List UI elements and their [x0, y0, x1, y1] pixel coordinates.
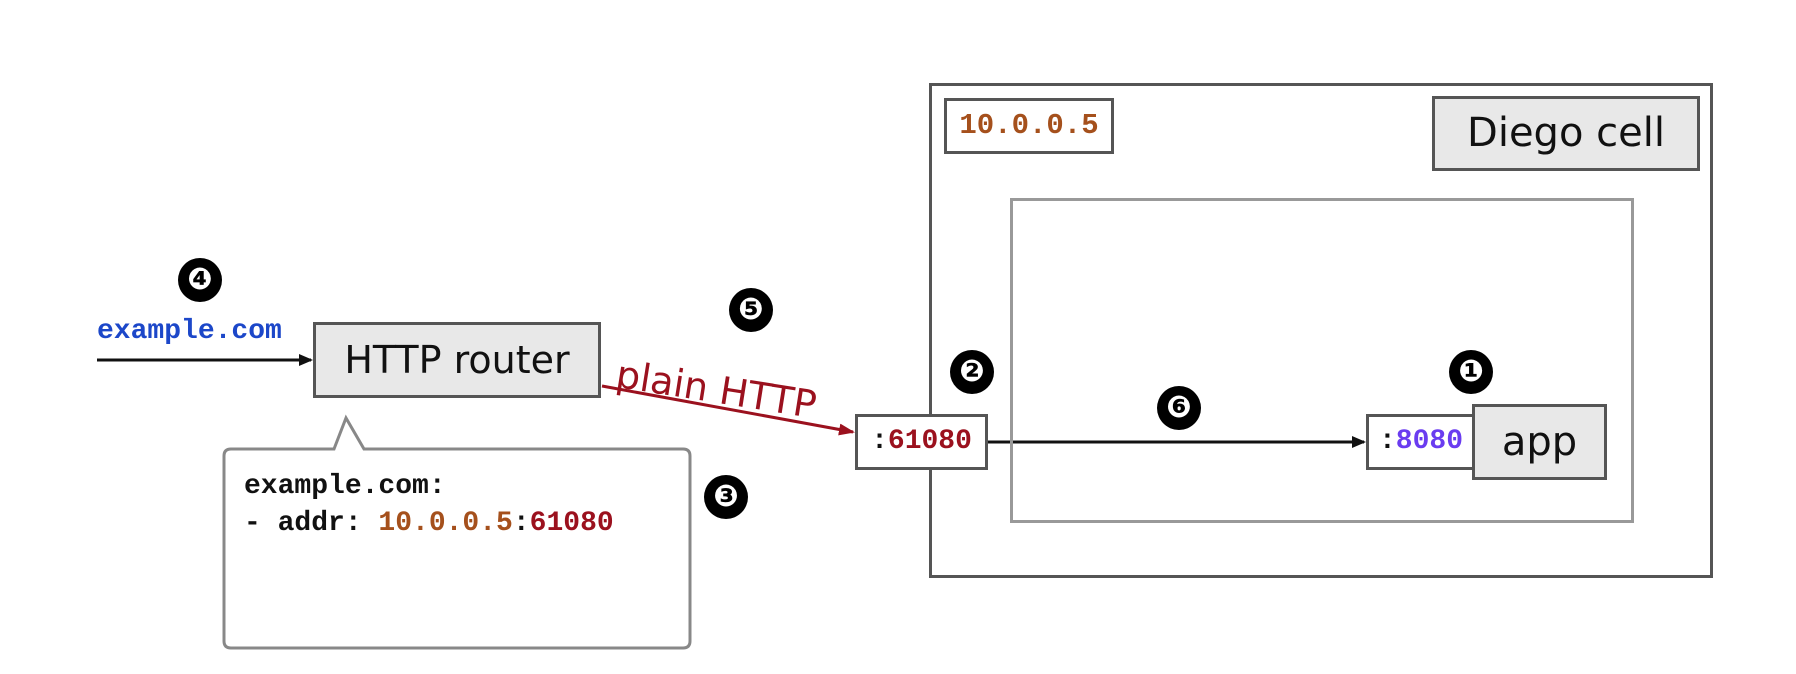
host-port-number: 61080 — [887, 426, 972, 457]
http-router-box: HTTP router — [313, 322, 601, 398]
app-container — [1010, 198, 1634, 523]
cell-ip-label: 10.0.0.5 — [944, 98, 1114, 154]
host-port-colon: : — [871, 426, 888, 457]
step-6-marker: ❻ — [1157, 386, 1201, 430]
diego-cell-container — [929, 83, 1713, 578]
app-port-box: :8080 — [1366, 414, 1476, 470]
diego-cell-title: Diego cell — [1432, 96, 1700, 171]
route-addr-separator: : — [512, 508, 530, 539]
route-addr-ip: 10.0.0.5 — [378, 508, 513, 539]
route-table-text: example.com: - addr: 10.0.0.5:61080 — [244, 468, 614, 542]
app-box: app — [1472, 404, 1607, 480]
route-table-line1: example.com: — [244, 471, 446, 502]
step-1-marker: ❶ — [1449, 350, 1493, 394]
step-2-marker: ❷ — [950, 350, 994, 394]
step-3-marker: ❸ — [704, 475, 748, 519]
request-domain-label: example.com — [97, 316, 282, 347]
route-table-callout — [222, 414, 692, 650]
app-port-colon: : — [1378, 426, 1396, 457]
route-table-line2-prefix: - addr: — [244, 508, 379, 539]
route-addr-port: 61080 — [529, 508, 614, 539]
step-5-marker: ❺ — [729, 288, 773, 332]
app-port-number: 8080 — [1395, 426, 1464, 457]
step-4-marker: ❹ — [178, 258, 222, 302]
host-port-box: :61080 — [855, 414, 988, 470]
plain-http-arrow — [601, 384, 855, 436]
